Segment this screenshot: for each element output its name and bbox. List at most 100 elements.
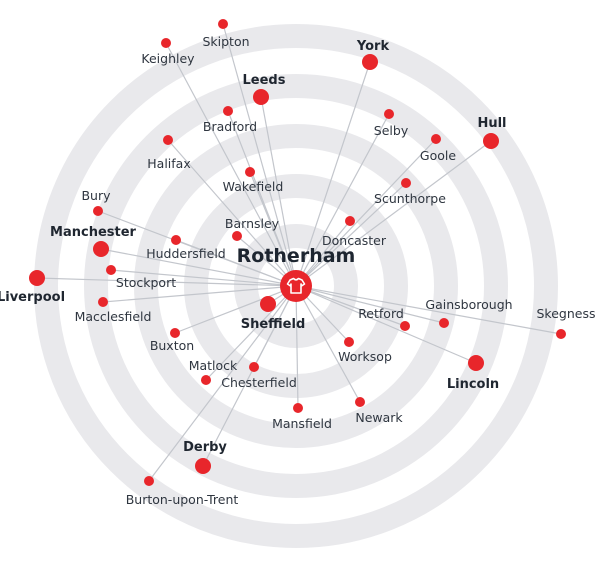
node-manchester (93, 241, 109, 257)
link-burton-upon-trent (148, 285, 297, 482)
label-gainsborough: Gainsborough (425, 297, 512, 312)
label-mansfield: Mansfield (272, 416, 332, 431)
label-liverpool: Liverpool (0, 290, 65, 305)
distance-ring (184, 174, 408, 398)
link-matlock (205, 285, 297, 381)
label-buxton: Buxton (150, 338, 194, 353)
link-liverpool (36, 277, 297, 287)
label-bury: Bury (81, 188, 111, 203)
shirt-icon (286, 277, 306, 294)
label-retford: Retford (358, 306, 404, 321)
label-lincoln: Lincoln (447, 377, 499, 392)
node-liverpool (29, 270, 45, 286)
node-buxton (170, 328, 180, 338)
link-skegness (295, 285, 562, 335)
distance-ring (134, 124, 458, 448)
label-matlock: Matlock (189, 358, 238, 373)
node-doncaster (345, 216, 355, 226)
node-huddersfield (171, 235, 181, 245)
link-scunthorpe (295, 182, 407, 287)
node-macclesfield (98, 297, 108, 307)
link-manchester (100, 248, 297, 287)
label-stockport: Stockport (116, 275, 176, 290)
label-selby: Selby (374, 123, 409, 138)
link-york (295, 61, 371, 287)
link-macclesfield (102, 285, 297, 303)
link-skipton (222, 23, 297, 287)
link-mansfield (295, 285, 299, 409)
label-doncaster: Doncaster (322, 233, 387, 248)
link-gainsborough (295, 285, 445, 324)
town-nodes (29, 19, 566, 486)
node-matlock (201, 375, 211, 385)
label-york: York (356, 39, 390, 54)
node-barnsley (232, 231, 242, 241)
label-skipton: Skipton (202, 34, 249, 49)
label-newark: Newark (355, 410, 403, 425)
distance-ring (234, 224, 358, 348)
node-bury (93, 206, 103, 216)
label-wakefield: Wakefield (223, 179, 284, 194)
label-bradford: Bradford (203, 119, 257, 134)
link-selby (295, 113, 390, 287)
node-burton-upon-trent (144, 476, 154, 486)
node-stockport (106, 265, 116, 275)
label-skegness: Skegness (537, 306, 596, 321)
label-chesterfield: Chesterfield (221, 375, 297, 390)
link-buxton (174, 285, 297, 334)
label-manchester: Manchester (50, 225, 137, 240)
hub-title: Rotherham (237, 245, 356, 267)
distance-ring (34, 24, 558, 548)
link-hull (295, 140, 492, 287)
link-wakefield (249, 171, 297, 287)
distance-ring (84, 74, 508, 498)
node-leeds (253, 89, 269, 105)
node-newark (355, 397, 365, 407)
node-sheffield (260, 296, 276, 312)
node-hull (483, 133, 499, 149)
node-halifax (163, 135, 173, 145)
node-keighley (161, 38, 171, 48)
node-skegness (556, 329, 566, 339)
link-lincoln (295, 285, 477, 364)
label-halifax: Halifax (147, 156, 190, 171)
label-hull: Hull (477, 116, 506, 131)
label-goole: Goole (420, 148, 456, 163)
node-selby (384, 109, 394, 119)
link-halifax (167, 139, 297, 287)
hub: Rotherham (237, 245, 356, 302)
label-leeds: Leeds (243, 73, 286, 88)
connection-lines (36, 23, 562, 482)
label-huddersfield: Huddersfield (146, 246, 226, 261)
node-york (362, 54, 378, 70)
node-retford (400, 321, 410, 331)
label-burton-upon-trent: Burton-upon-Trent (126, 492, 239, 507)
label-sheffield: Sheffield (241, 317, 306, 332)
label-macclesfield: Macclesfield (75, 309, 152, 324)
label-barnsley: Barnsley (225, 216, 280, 231)
node-worksop (344, 337, 354, 347)
node-scunthorpe (401, 178, 411, 188)
node-derby (195, 458, 211, 474)
label-scunthorpe: Scunthorpe (374, 191, 446, 206)
label-keighley: Keighley (141, 51, 195, 66)
node-chesterfield (249, 362, 259, 372)
hub-node (280, 270, 312, 302)
link-leeds (260, 96, 297, 287)
node-gainsborough (439, 318, 449, 328)
link-stockport (110, 269, 297, 287)
link-huddersfield (175, 239, 297, 287)
node-wakefield (245, 167, 255, 177)
node-mansfield (293, 403, 303, 413)
link-derby (202, 285, 297, 467)
label-derby: Derby (183, 440, 227, 455)
node-bradford (223, 106, 233, 116)
node-lincoln (468, 355, 484, 371)
label-worksop: Worksop (338, 349, 392, 364)
link-retford (295, 285, 406, 327)
link-goole (295, 138, 437, 287)
node-skipton (218, 19, 228, 29)
link-keighley (165, 42, 297, 287)
